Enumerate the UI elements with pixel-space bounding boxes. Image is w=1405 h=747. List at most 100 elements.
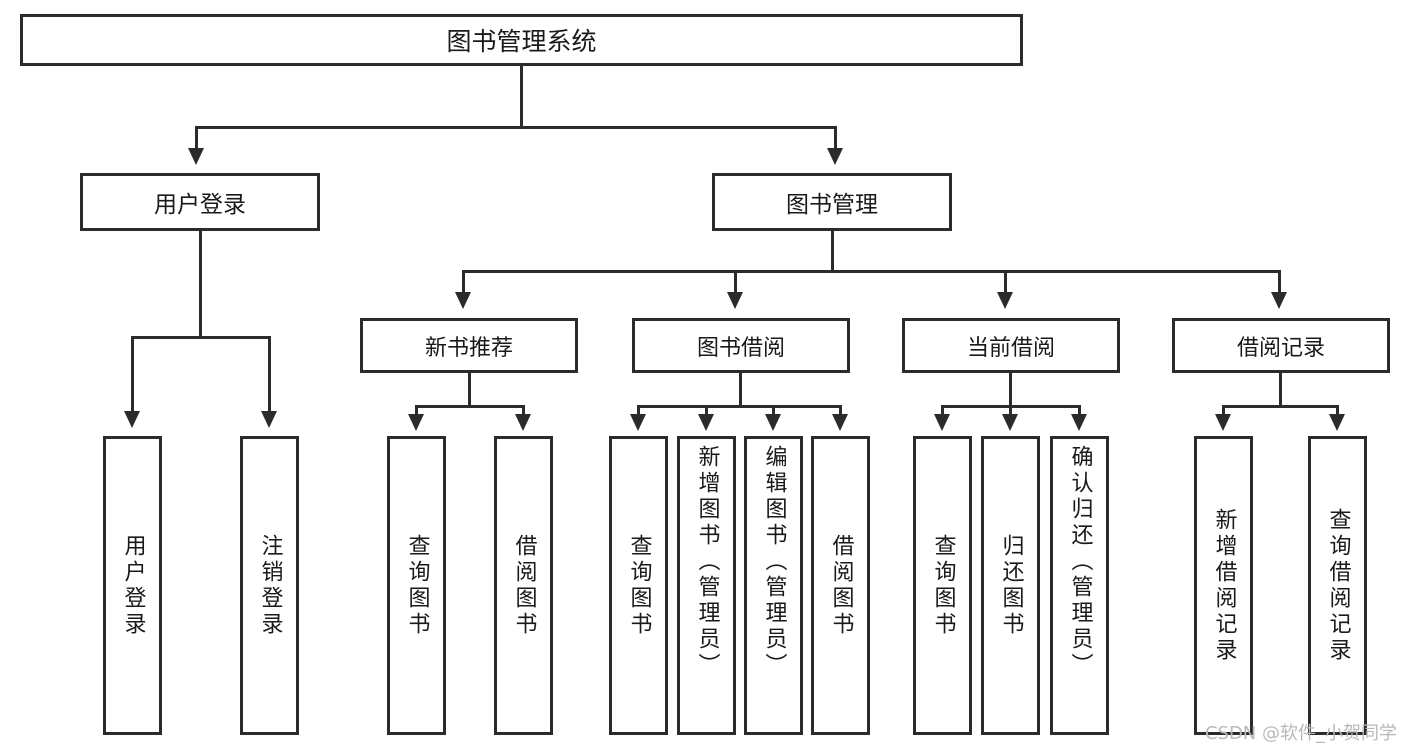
- arrow-to-leaf-edit-book: [765, 414, 781, 431]
- connector-root-stem: [520, 66, 523, 126]
- node-label: 图书借阅: [696, 335, 785, 361]
- leaf-text-wrap: 借阅图书: [828, 445, 854, 726]
- node-new-book-recommend[interactable]: 新书推荐: [360, 318, 578, 373]
- connector-book-borrow-drop-1: [637, 405, 640, 414]
- leaf-user-login[interactable]: 用户登录: [103, 436, 162, 735]
- arrow-to-leaf-query-book-1: [408, 414, 424, 431]
- connector-user-login-drop-1: [131, 336, 134, 411]
- leaf-add-borrow-record[interactable]: 新增借阅记录: [1194, 436, 1253, 735]
- arrow-to-leaf-query-record: [1329, 414, 1345, 431]
- leaf-logout[interactable]: 注销登录: [240, 436, 299, 735]
- connector-current-borrow-stem: [1009, 373, 1012, 405]
- leaf-label: 新增图书（管理员）: [694, 445, 720, 679]
- leaf-text-wrap: 新增借阅记录: [1211, 445, 1237, 726]
- leaf-return-book[interactable]: 归还图书: [981, 436, 1040, 735]
- leaf-text-wrap: 查询图书: [404, 445, 430, 726]
- node-label: 用户登录: [154, 192, 246, 218]
- connector-level2-drop-new-book: [462, 270, 465, 292]
- connector-new-book-bus: [415, 405, 525, 408]
- leaf-text-wrap: 新增图书（管理员）: [694, 445, 720, 726]
- connector-book-borrow-bus: [637, 405, 842, 408]
- connector-level1-bus: [195, 126, 837, 129]
- connector-new-book-drop-2: [522, 405, 525, 414]
- connector-new-book-stem: [468, 373, 471, 405]
- node-root-book-management-system[interactable]: 图书管理系统: [20, 14, 1023, 66]
- leaf-text-wrap: 查询借阅记录: [1325, 445, 1351, 726]
- leaf-add-book[interactable]: 新增图书（管理员）: [677, 436, 736, 735]
- leaf-label: 借阅图书: [828, 533, 854, 638]
- leaf-text-wrap: 用户登录: [121, 445, 146, 726]
- leaf-label: 编辑图书（管理员）: [761, 445, 787, 679]
- connector-book-borrow-stem: [739, 373, 742, 405]
- leaf-label: 借阅图书: [511, 533, 537, 638]
- connector-current-borrow-drop-3: [1078, 405, 1081, 414]
- leaf-edit-book[interactable]: 编辑图书（管理员）: [744, 436, 803, 735]
- connector-current-borrow-drop-2: [1009, 405, 1012, 414]
- arrow-to-new-book-recommend: [455, 292, 471, 309]
- connector-level1-drop-book-management: [834, 126, 837, 148]
- leaf-borrow-book[interactable]: 借阅图书: [811, 436, 870, 735]
- connector-book-management-stem: [831, 231, 834, 270]
- connector-user-login-stem: [199, 231, 202, 336]
- node-label: 图书管理系统: [446, 27, 597, 56]
- node-user-login[interactable]: 用户登录: [80, 173, 320, 231]
- connector-borrow-record-drop-2: [1336, 405, 1339, 414]
- connector-level2-drop-current-borrow: [1004, 270, 1007, 292]
- leaf-label: 新增借阅记录: [1211, 507, 1237, 664]
- arrow-to-leaf-borrow-book-1: [515, 414, 531, 431]
- arrow-to-leaf-add-record: [1215, 414, 1231, 431]
- connector-current-borrow-drop-1: [941, 405, 944, 414]
- arrow-to-leaf-add-book: [698, 414, 714, 431]
- arrow-to-leaf-confirm-return: [1071, 414, 1087, 431]
- arrow-to-leaf-logout: [261, 411, 277, 428]
- arrow-to-leaf-borrow-book-2: [832, 414, 848, 431]
- connector-book-borrow-drop-3: [772, 405, 775, 414]
- leaf-label: 归还图书: [998, 533, 1024, 638]
- leaf-text-wrap: 借阅图书: [511, 445, 537, 726]
- arrow-to-book-borrow: [727, 292, 743, 309]
- connector-new-book-drop-1: [415, 405, 418, 414]
- connector-level2-bus: [462, 270, 1281, 273]
- node-label: 图书管理: [786, 192, 878, 218]
- connector-level1-drop-user-login: [195, 126, 198, 148]
- leaf-confirm-return[interactable]: 确认归还（管理员）: [1050, 436, 1109, 735]
- arrow-to-leaf-query-book-2: [630, 414, 646, 431]
- connector-borrow-record-drop-1: [1222, 405, 1225, 414]
- leaf-label: 查询图书: [930, 533, 956, 638]
- leaf-borrow-book-recommend[interactable]: 借阅图书: [494, 436, 553, 735]
- node-current-borrow[interactable]: 当前借阅: [902, 318, 1120, 373]
- arrow-to-leaf-return-book: [1002, 414, 1018, 431]
- node-book-management[interactable]: 图书管理: [712, 173, 952, 231]
- node-label: 借阅记录: [1236, 335, 1325, 361]
- leaf-text-wrap: 查询图书: [930, 445, 956, 726]
- leaf-text-wrap: 查询图书: [627, 445, 652, 726]
- leaf-label: 注销登录: [257, 533, 283, 638]
- connector-book-borrow-drop-4: [839, 405, 842, 414]
- leaf-label: 查询借阅记录: [1325, 507, 1351, 664]
- arrow-to-leaf-user-login: [124, 411, 140, 428]
- arrow-to-book-management: [827, 148, 843, 165]
- connector-level2-drop-book-borrow: [734, 270, 737, 292]
- leaf-query-book-recommend[interactable]: 查询图书: [387, 436, 446, 735]
- leaf-query-borrow-record[interactable]: 查询借阅记录: [1308, 436, 1367, 735]
- node-label: 新书推荐: [424, 335, 513, 361]
- leaf-query-book-borrow[interactable]: 查询图书: [609, 436, 668, 735]
- connector-user-login-bus: [131, 336, 271, 339]
- node-book-borrow[interactable]: 图书借阅: [632, 318, 850, 373]
- leaf-text-wrap: 确认归还（管理员）: [1067, 445, 1093, 726]
- leaf-label: 确认归还（管理员）: [1067, 445, 1093, 679]
- leaf-text-wrap: 编辑图书（管理员）: [761, 445, 787, 726]
- arrow-to-borrow-record: [1271, 292, 1287, 309]
- connector-book-borrow-drop-2: [705, 405, 708, 414]
- arrow-to-current-borrow: [997, 292, 1013, 309]
- csdn-watermark: CSDN @软件_小贺同学: [1204, 723, 1397, 744]
- leaf-label: 查询图书: [404, 533, 430, 638]
- connector-user-login-drop-2: [268, 336, 271, 411]
- connector-borrow-record-stem: [1279, 373, 1282, 405]
- leaf-query-book-current[interactable]: 查询图书: [913, 436, 972, 735]
- node-borrow-record[interactable]: 借阅记录: [1172, 318, 1390, 373]
- leaf-text-wrap: 归还图书: [998, 445, 1024, 726]
- connector-level2-drop-borrow-record: [1278, 270, 1281, 292]
- leaf-text-wrap: 注销登录: [257, 445, 283, 726]
